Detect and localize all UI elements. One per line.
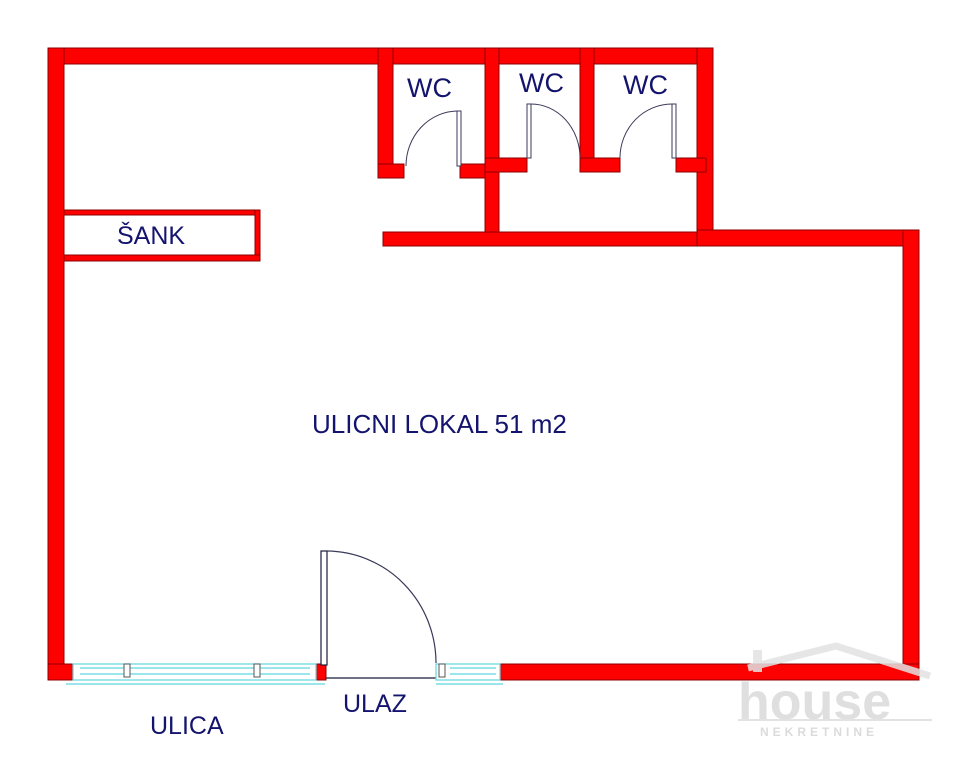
entrance-label: ULAZ (343, 690, 407, 718)
walls (47, 47, 920, 681)
watermark-logo: house NEKRETNINE (738, 642, 932, 739)
windows (66, 663, 503, 685)
wc-doors (405, 103, 677, 167)
room-label-bar: ŠANK (117, 222, 186, 250)
entrance-door-leaf (320, 550, 328, 666)
room-label-wc3: WC (623, 70, 668, 100)
watermark-subtitle: NEKRETNINE (760, 725, 878, 739)
window-mullions (123, 663, 446, 678)
wc1-door-leaf (456, 110, 462, 167)
entrance-door (320, 550, 437, 679)
wc1-door-arc (405, 110, 458, 167)
watermark-brand: house (738, 673, 891, 731)
wc2-door-arc (530, 103, 581, 159)
entrance-door-arc (326, 550, 437, 664)
wc3-door-leaf (671, 103, 677, 159)
wc2-door-leaf (526, 103, 532, 159)
room-label-wc1: WC (407, 73, 452, 103)
wc3-door-arc (619, 103, 673, 159)
street-label: ULICA (150, 712, 224, 740)
plan-title: ULICNI LOKAL 51 m2 (312, 409, 567, 439)
room-label-wc2: WC (519, 68, 564, 98)
